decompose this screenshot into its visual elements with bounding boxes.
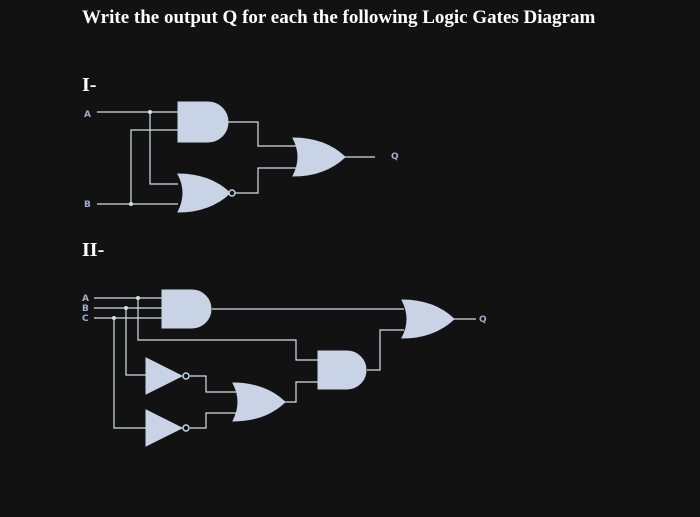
circuit-1-wire-nor-out xyxy=(234,167,296,194)
circuit-1-or-gate xyxy=(292,137,346,177)
circuit-1-junction-b xyxy=(129,202,133,206)
circuit-2-junction-b xyxy=(124,306,128,310)
circuit-2-not-gate-2 xyxy=(145,409,184,447)
section-label-2: II- xyxy=(82,239,105,261)
circuit-1-wire-b-branch xyxy=(130,129,178,204)
circuit-1-junction-a xyxy=(148,110,152,114)
circuit-1-and-gate xyxy=(177,101,229,143)
circuit-2-input-c-label: C xyxy=(82,314,89,324)
circuit-2-wire-not1-out xyxy=(190,375,236,393)
circuit-2-not-gate-1 xyxy=(145,357,184,395)
circuit-2-wire-a-branch xyxy=(137,298,318,361)
circuit-1-wire-a-branch xyxy=(149,112,178,185)
circuit-2-wire-not2-out xyxy=(190,412,236,429)
circuit-2-and-gate-1 xyxy=(161,289,212,329)
circuit-2-not-bubble-2 xyxy=(182,424,190,432)
question-title: Write the output Q for each the followin… xyxy=(82,7,596,28)
circuit-1-nor-gate xyxy=(177,173,231,213)
circuit-1-wire-and-out xyxy=(228,121,296,147)
circuit-2-not-bubble-1 xyxy=(182,372,190,380)
circuit-1-output-q-label: Q xyxy=(391,152,399,162)
circuit-2-output-q-label: Q xyxy=(479,315,487,325)
circuit-2-junction-a xyxy=(136,296,140,300)
circuit-1-input-b-label: B xyxy=(84,200,91,210)
circuit-2-input-b-label: B xyxy=(82,304,89,314)
circuit-2-wire-b-branch xyxy=(125,308,146,376)
circuit-1-nor-bubble xyxy=(228,189,236,197)
circuit-2: A B C Q xyxy=(82,289,487,447)
circuit-2-junction-c xyxy=(112,316,116,320)
circuit-2-or-gate-2 xyxy=(401,299,455,339)
circuit-2-wire-or1-out xyxy=(283,381,318,403)
circuit-2-wire-c-branch xyxy=(113,318,146,429)
circuit-2-input-a-label: A xyxy=(82,294,89,304)
circuit-1: A B Q xyxy=(84,101,399,213)
circuit-2-or-gate-1 xyxy=(232,382,286,422)
circuit-2-wire-and2-out xyxy=(367,329,404,371)
section-label-1: I- xyxy=(82,74,97,96)
circuit-1-input-a-label: A xyxy=(84,110,91,120)
circuit-2-and-gate-2 xyxy=(317,350,367,390)
